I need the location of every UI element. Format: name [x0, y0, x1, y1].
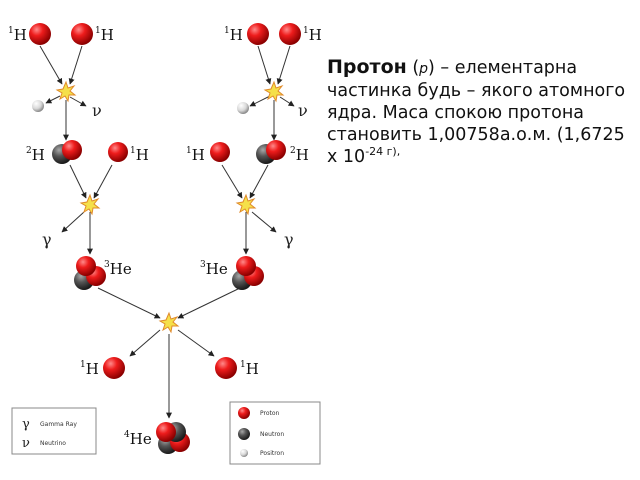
proton-icon	[62, 140, 82, 160]
mass-line: Маса спокою протона становить 1,00758а.о…	[327, 103, 585, 145]
proton-icon	[76, 256, 96, 276]
label-h1: 1H	[303, 26, 322, 44]
particle-group: 1H 2H	[186, 140, 309, 164]
legend-radiation: γ Gamma Ray ν Neutrino	[11, 407, 97, 455]
proton-icon	[215, 357, 237, 379]
proton-icon	[156, 422, 176, 442]
definition-line: елементарна частинка будь – якого атомно…	[327, 58, 626, 123]
particle-group: 2H 1H	[26, 140, 149, 164]
gamma-symbol: γ	[22, 417, 30, 432]
particle-group: 1H 1H	[224, 23, 322, 45]
label-he3: 3He	[104, 260, 132, 278]
paren-open: (	[406, 58, 420, 78]
proton-icon	[210, 142, 230, 162]
flash-icon	[55, 80, 77, 103]
flash-icon	[79, 193, 101, 216]
reaction-flashes	[55, 80, 285, 334]
label-he3: 3He	[200, 260, 228, 278]
legend-particles: Proton Neutron Positron	[229, 401, 321, 465]
legend-neutrino-text: Neutrino	[40, 440, 66, 447]
exponent: -24 г),	[365, 145, 401, 159]
mass-kg-line: (1,6725 x 10-24 г),	[327, 125, 625, 167]
label-h1: 1H	[186, 146, 205, 164]
neutrino-symbol: ν	[298, 101, 308, 120]
reaction-arrows	[39, 45, 295, 419]
label-h1: 1H	[95, 26, 114, 44]
neutrino-symbol: ν	[92, 101, 102, 120]
flash-icon	[158, 311, 180, 334]
label-h1: 1H	[80, 360, 99, 378]
label-he4: 4He	[124, 430, 152, 448]
positron-icon	[237, 102, 249, 114]
label-h1: 1H	[8, 26, 27, 44]
label-h2: 2H	[26, 146, 45, 164]
proton-symbol: p	[419, 61, 429, 77]
paren-close: ) –	[428, 58, 450, 78]
proton-icon	[238, 407, 250, 419]
legend-proton-text: Proton	[260, 410, 280, 417]
particle-group: 1H 1H	[8, 23, 114, 45]
flash-icon	[235, 193, 257, 216]
positron-icon	[240, 449, 248, 457]
neutron-icon	[238, 428, 250, 440]
label-h2: 2H	[290, 146, 309, 164]
neutrino-symbol: ν	[22, 436, 30, 451]
proton-icon	[247, 23, 269, 45]
proton-icon	[266, 140, 286, 160]
label-h1: 1H	[224, 26, 243, 44]
positron-icon	[32, 100, 44, 112]
proton-icon	[279, 23, 301, 45]
particle-group: 1H 1H	[80, 357, 259, 379]
proton-icon	[29, 23, 51, 45]
proton-icon	[236, 256, 256, 276]
legend-gamma-text: Gamma Ray	[40, 421, 77, 428]
particle-group: 4He	[124, 422, 190, 454]
gamma-symbol: γ	[284, 230, 294, 249]
particle-group: 3He	[200, 256, 264, 290]
particle-group: 3He	[74, 256, 132, 290]
gamma-symbol: γ	[42, 230, 52, 249]
label-h1: 1H	[240, 360, 259, 378]
term-proton: Протон	[327, 56, 407, 78]
proton-icon	[108, 142, 128, 162]
legend-positron-text: Positron	[260, 450, 284, 457]
proton-icon	[71, 23, 93, 45]
legend-neutron-text: Neutron	[260, 431, 284, 438]
label-h1: 1H	[130, 146, 149, 164]
proton-icon	[103, 357, 125, 379]
proton-definition: Протон (p) – елементарна частинка будь –…	[327, 56, 627, 168]
flash-icon	[263, 80, 285, 103]
